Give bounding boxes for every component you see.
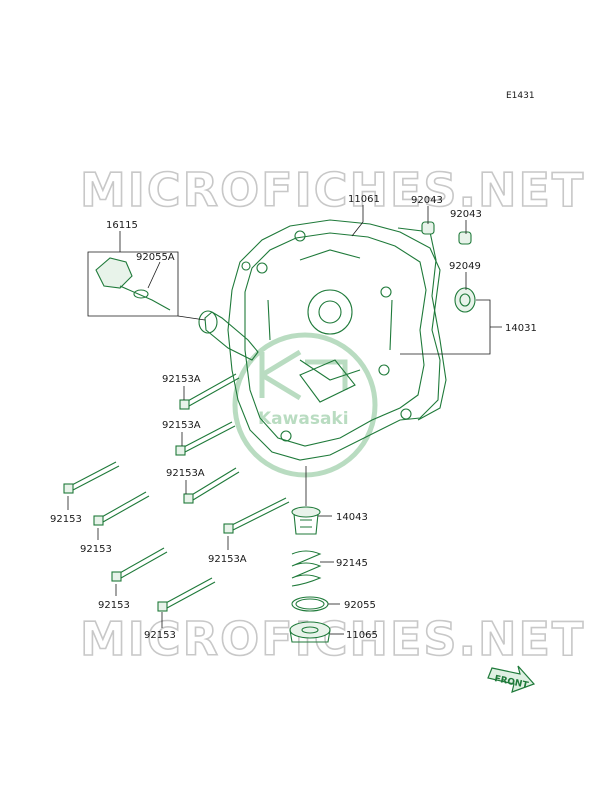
- o-ring-inner: [295, 598, 325, 610]
- label-92153-3: 92153: [98, 600, 130, 611]
- label-92153-4: 92153: [144, 630, 176, 641]
- watermark-bottom: MICROFICHES.NET: [80, 612, 585, 666]
- label-92043-a: 92043: [411, 195, 443, 206]
- oil-level-gauge-part: [95, 257, 171, 311]
- label-92153-2: 92153: [80, 544, 112, 555]
- label-92145: 92145: [336, 558, 368, 569]
- label-92153A-1: 92153A: [162, 374, 201, 385]
- gasket-part: [397, 227, 447, 421]
- crankcase-cover-part: [227, 219, 441, 461]
- front-arrow-icon: FRONT: [487, 665, 536, 693]
- label-14031: 14031: [505, 323, 537, 334]
- label-16115: 16115: [106, 220, 138, 231]
- dowel-pin-part: [421, 221, 472, 245]
- label-11061: 11061: [348, 194, 380, 205]
- label-14043: 14043: [336, 512, 368, 523]
- leader-lines: [67, 205, 502, 635]
- label-92153-1: 92153: [50, 514, 82, 525]
- label-11065: 11065: [346, 630, 378, 641]
- diagram-code: E1431: [506, 91, 535, 101]
- drain-plug-part: [289, 621, 331, 643]
- bolt-92153-parts: [63, 461, 216, 612]
- filler-neck-part: [204, 311, 259, 361]
- filler-neck-opening: [198, 310, 218, 334]
- logo-text: Kawasaki: [258, 409, 349, 429]
- label-92055A: 92055A: [136, 252, 175, 263]
- label-92055: 92055: [344, 600, 376, 611]
- oil-screen-part: [291, 506, 321, 535]
- label-92043-b: 92043: [450, 209, 482, 220]
- label-92049: 92049: [449, 261, 481, 272]
- spring-part: [291, 550, 322, 587]
- kawasaki-logo: Kawasaki: [232, 332, 378, 478]
- label-92153A-2: 92153A: [162, 420, 201, 431]
- oil-seal-part: [454, 287, 476, 313]
- bolt-92153A-parts: [175, 373, 290, 534]
- label-92153A-3: 92153A: [166, 468, 205, 479]
- watermark-top: MICROFICHES.NET: [80, 163, 585, 217]
- label-92153A-4: 92153A: [208, 554, 247, 565]
